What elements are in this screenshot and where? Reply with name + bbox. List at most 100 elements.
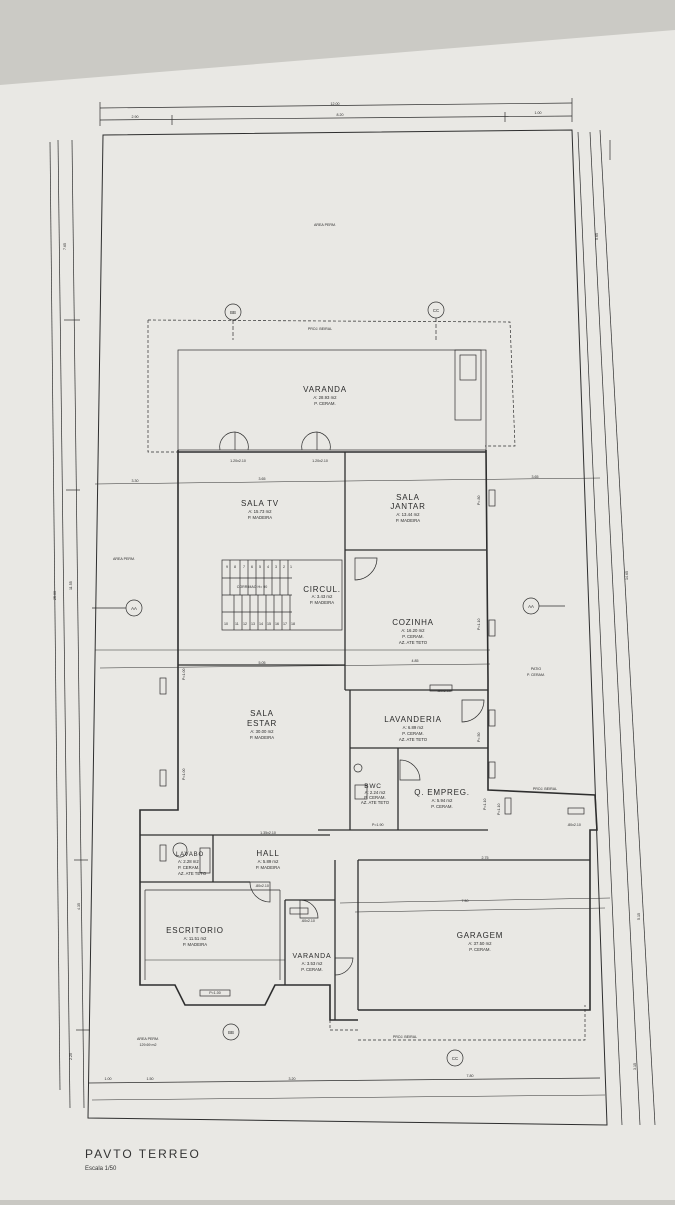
svg-text:1: 1 bbox=[290, 565, 292, 569]
svg-text:A: 13.44 m2: A: 13.44 m2 bbox=[396, 512, 420, 517]
area-perm-bottom: AREA PERM. bbox=[137, 1037, 159, 1041]
svg-text:SALA TV: SALA TV bbox=[241, 499, 279, 508]
svg-text:P. CERAM.: P. CERAM. bbox=[314, 401, 335, 406]
dim-bottom-b: 1.50 bbox=[147, 1077, 154, 1081]
svg-text:5: 5 bbox=[259, 565, 261, 569]
svg-text:P. CERAM.: P. CERAM. bbox=[178, 865, 199, 870]
svg-text:10: 10 bbox=[224, 622, 228, 626]
room-sala-jantar: SALA JANTAR A: 13.44 m2 P. MADEIRA bbox=[390, 493, 425, 523]
dim-bottom-c: 3.20 bbox=[289, 1077, 296, 1081]
svg-text:A: 2.24 m2: A: 2.24 m2 bbox=[365, 790, 386, 795]
svg-text:16: 16 bbox=[275, 622, 279, 626]
svg-text:P. MADEIRA: P. MADEIRA bbox=[250, 735, 274, 740]
section-aa-right: AA bbox=[528, 604, 534, 609]
svg-text:A: 11.51 m2: A: 11.51 m2 bbox=[184, 936, 207, 941]
svg-text:JANTAR: JANTAR bbox=[390, 502, 425, 511]
svg-text:7: 7 bbox=[243, 565, 245, 569]
room-circul: CIRCUL. A: 3.43 m2 P. MADEIRA bbox=[303, 585, 340, 605]
svg-text:8: 8 bbox=[234, 565, 236, 569]
svg-text:2: 2 bbox=[283, 565, 285, 569]
stair-steps-top: 9 8 7 6 5 4 3 2 1 bbox=[226, 565, 292, 569]
svg-text:SALA: SALA bbox=[250, 709, 274, 718]
section-bb-top: BB bbox=[230, 310, 236, 315]
svg-text:15: 15 bbox=[267, 622, 271, 626]
svg-text:AZ. ATE TETO: AZ. ATE TETO bbox=[361, 800, 390, 805]
svg-text:4: 4 bbox=[267, 565, 269, 569]
dim-left-total: 25.00 bbox=[53, 591, 57, 600]
window-label-w6: P=1.90 bbox=[372, 823, 384, 827]
svg-text:12: 12 bbox=[243, 622, 247, 626]
dim-row-e: 4.85 bbox=[412, 659, 419, 663]
dim-row-f: 7.50 bbox=[462, 899, 469, 903]
svg-text:A: 16.20 m2: A: 16.20 m2 bbox=[401, 628, 425, 633]
dim-bottom-a: 1.00 bbox=[105, 1077, 112, 1081]
svg-text:AZ. ATE TETO: AZ. ATE TETO bbox=[178, 871, 207, 876]
drawing-scale: Escala 1/50 bbox=[85, 1166, 117, 1172]
svg-text:A: 15.73 m2: A: 15.73 m2 bbox=[248, 509, 272, 514]
room-bwc: BWC A: 2.24 m2 P. CERAM. AZ. ATE TETO bbox=[361, 783, 390, 805]
room-garagem: GARAGEM A: 37.50 m2 P. CERAM. bbox=[457, 931, 504, 952]
svg-text:ESTAR: ESTAR bbox=[247, 719, 277, 728]
dim-left-a: 7.65 bbox=[63, 243, 67, 250]
svg-text:A: 2.28 m2: A: 2.28 m2 bbox=[178, 859, 199, 864]
svg-text:P. MADEIRA: P. MADEIRA bbox=[396, 518, 420, 523]
dim-left-b: 11.55 bbox=[69, 581, 73, 590]
svg-text:A: 5.94 m2: A: 5.94 m2 bbox=[432, 798, 453, 803]
door-label-d3: 1.35x2.10 bbox=[260, 831, 276, 835]
svg-text:LAVANDERIA: LAVANDERIA bbox=[384, 715, 442, 724]
svg-text:P. CERAM.: P. CERAM. bbox=[527, 673, 545, 677]
door-label-d7: .80x2.10 bbox=[567, 823, 581, 827]
room-escritorio: ESCRITORIO A: 11.51 m2 P. MADEIRA bbox=[166, 926, 224, 947]
door-label-d4: .80x2.10 bbox=[255, 884, 269, 888]
room-hall: HALL A: 5.89 m2 P. MADEIRA bbox=[256, 849, 280, 870]
area-perm-bottom-value: 129.69 m2 bbox=[140, 1043, 157, 1047]
room-q-empreg: Q. EMPREG. A: 5.94 m2 P. CERAM. bbox=[414, 788, 469, 809]
proj-beiral-top: PROJ. BEIRAL bbox=[308, 327, 332, 331]
svg-text:9: 9 bbox=[226, 565, 228, 569]
svg-text:18: 18 bbox=[291, 622, 295, 626]
svg-text:GARAGEM: GARAGEM bbox=[457, 931, 504, 940]
svg-text:A: 6.89 m2: A: 6.89 m2 bbox=[403, 725, 424, 730]
window-label-w9: P=1.10 bbox=[497, 804, 501, 816]
room-patio: PATIO P. CERAM. bbox=[527, 667, 545, 677]
section-aa-left: AA bbox=[131, 606, 137, 611]
svg-text:P. CERAM.: P. CERAM. bbox=[431, 804, 452, 809]
door-label-d2: 1.20x2.10 bbox=[312, 459, 328, 463]
stair-handrail-label: CORRIMAO H= 90 bbox=[237, 585, 267, 589]
window-label-w8: P=.50 bbox=[477, 733, 481, 743]
dim-right-a: 5.65 bbox=[595, 233, 599, 240]
dim-top-total: 12.00 bbox=[331, 102, 340, 106]
svg-text:P. MADEIRA: P. MADEIRA bbox=[310, 600, 334, 605]
svg-text:AZ. ATE TETO: AZ. ATE TETO bbox=[399, 737, 428, 742]
svg-text:P. CERAM.: P. CERAM. bbox=[402, 634, 423, 639]
dim-right-c: 5.15 bbox=[637, 913, 641, 920]
room-varanda-bottom: VARANDA A: 3.53 m2 P. CERAM. bbox=[293, 953, 331, 972]
svg-text:P. CERAM.: P. CERAM. bbox=[301, 967, 322, 972]
proj-beiral-right: PROJ. BEIRAL bbox=[533, 787, 557, 791]
drawing-title: PAVTO TERREO bbox=[85, 1147, 201, 1161]
svg-text:14: 14 bbox=[259, 622, 263, 626]
room-lavanderia: LAVANDERIA A: 6.89 m2 P. CERAM. AZ. ATE … bbox=[384, 715, 442, 742]
svg-text:A: 28.93 m2: A: 28.93 m2 bbox=[313, 395, 337, 400]
svg-text:SALA: SALA bbox=[396, 493, 420, 502]
svg-text:6: 6 bbox=[251, 565, 253, 569]
paper-sheet bbox=[0, 30, 675, 1200]
svg-text:COZINHA: COZINHA bbox=[392, 618, 434, 627]
svg-text:ESCRITORIO: ESCRITORIO bbox=[166, 926, 224, 935]
svg-text:PATIO: PATIO bbox=[531, 667, 541, 671]
area-perm-front: AREA PERM. bbox=[314, 223, 336, 227]
svg-text:A: 30.00 m2: A: 30.00 m2 bbox=[250, 729, 274, 734]
svg-text:P. MADEIRA: P. MADEIRA bbox=[248, 515, 272, 520]
dim-left-d: 2.20 bbox=[69, 1053, 73, 1060]
svg-text:13: 13 bbox=[251, 622, 255, 626]
svg-text:A: 37.50 m2: A: 37.50 m2 bbox=[468, 941, 492, 946]
room-cozinha: COZINHA A: 16.20 m2 P. CERAM. AZ. ATE TE… bbox=[392, 618, 434, 645]
area-perm-side: AREA PERM. bbox=[113, 557, 135, 561]
window-label-w3: P=1.10 bbox=[477, 619, 481, 631]
dim-row-d: 5.05 bbox=[259, 661, 266, 665]
svg-text:17: 17 bbox=[283, 622, 287, 626]
window-label-w5: P=.80 bbox=[477, 496, 481, 506]
dim-right-b: 14.65 bbox=[625, 571, 629, 580]
